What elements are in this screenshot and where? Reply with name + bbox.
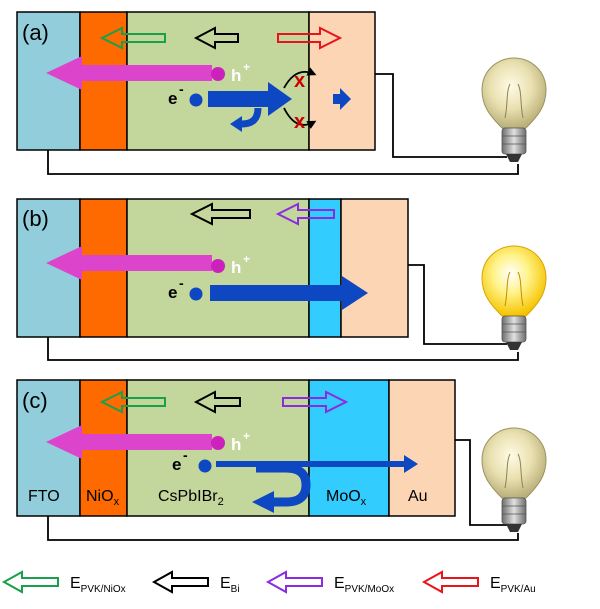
circuit-wire-top [455,439,507,526]
electron-ball [189,93,203,107]
legend-label-e-pvk-niox: EPVK/NiOx [70,575,126,595]
electron-return-arrow [240,107,262,128]
blocked-mark-upper: x [294,70,305,92]
legend-item-e-pvk-moox: EPVK/MoOx [265,570,394,595]
circuit-wire-top [408,264,507,345]
fto-label: FTO [28,488,60,505]
deflect-path-upper [283,67,317,89]
e-bi-field-arrow [189,202,251,226]
light-bulb-icon [481,245,547,350]
panel-label-a: (a) [22,20,49,45]
hole-charge: + [243,252,250,266]
au-layer [340,198,409,338]
circuit-wire-bottom [47,516,519,541]
legend-item-e-bi: EBi [151,570,240,595]
legend-arrow-green [1,570,59,594]
electron-arrow-thin [216,455,418,473]
hole-symbol: h [231,66,241,85]
legend-item-e-pvk-niox: EPVK/NiOx [1,570,126,595]
panel-label-b: (b) [22,206,49,231]
hole-charge: + [243,429,250,443]
electron-arrow [210,276,368,310]
circuit-wire-top [375,73,507,158]
panel-a: (a) h + e - x x [16,11,547,175]
hole-ball [211,259,225,273]
panel-b: (b) h + e - [16,198,547,361]
electron-symbol: e [168,89,177,108]
hole-arrow [46,425,212,459]
electron-ball [198,459,212,473]
electron-arrow [208,82,292,116]
circuit-wire-bottom [47,337,519,361]
perovskite-label: CsPbIBr2 [158,488,224,508]
legend-arrow-red [421,570,479,594]
electron-ball [189,287,203,301]
panel-label-c: (c) [22,388,48,413]
moox-layer [308,379,390,517]
electron-return-arrowhead [252,491,274,513]
hole-ball [211,67,225,81]
e-pvk-moox-field-arrow [282,390,349,414]
light-bulb-icon [481,57,547,162]
electron-small-arrow [333,88,351,110]
e-pvk-niox-field-arrow [99,390,166,414]
blocked-mark-lower: x [294,111,305,133]
au-label: Au [408,488,428,505]
e-pvk-moox-field-arrow [275,202,335,226]
electron-symbol: e [172,455,181,474]
legend-item-e-pvk-au: EPVK/Au [421,570,536,595]
electron-return-arrow [256,463,311,507]
legend-label-e-pvk-au: EPVK/Au [490,575,536,595]
hole-charge: + [243,60,250,74]
moox-label: MoOx [326,488,367,508]
niox-label: NiOx [86,488,120,508]
circuit-wire-bottom [47,150,519,175]
electron-return-arrowhead [230,116,242,132]
deflect-path-lower [283,107,317,129]
e-bi-field-arrow [193,26,239,50]
panel-c: (c) h + e - FTO NiOx CsPbIBr2 MoOx Au [16,379,547,541]
hole-symbol: h [231,435,241,454]
electron-symbol: e [168,283,177,302]
legend-label-e-pvk-moox: EPVK/MoOx [334,575,394,595]
hole-symbol: h [231,258,241,277]
moox-layer [308,198,342,338]
electron-charge: - [183,447,188,463]
legend-arrow-purple [265,570,323,594]
e-pvk-au-field-arrow [277,26,343,50]
electron-charge: - [179,275,184,291]
legend-arrow-black [151,570,209,594]
hole-ball [211,436,225,450]
legend: EPVK/NiOx EBi EPVK/MoOx EPVK/Au [1,570,536,595]
e-bi-field-arrow [193,390,241,414]
electron-charge: - [179,81,184,97]
e-pvk-niox-field-arrow [99,26,166,50]
hole-arrow [46,56,212,90]
hole-arrow [46,246,212,280]
au-layer [308,11,376,151]
legend-label-e-bi: EBi [220,575,240,595]
light-bulb-icon [481,427,547,532]
au-layer [388,379,456,517]
